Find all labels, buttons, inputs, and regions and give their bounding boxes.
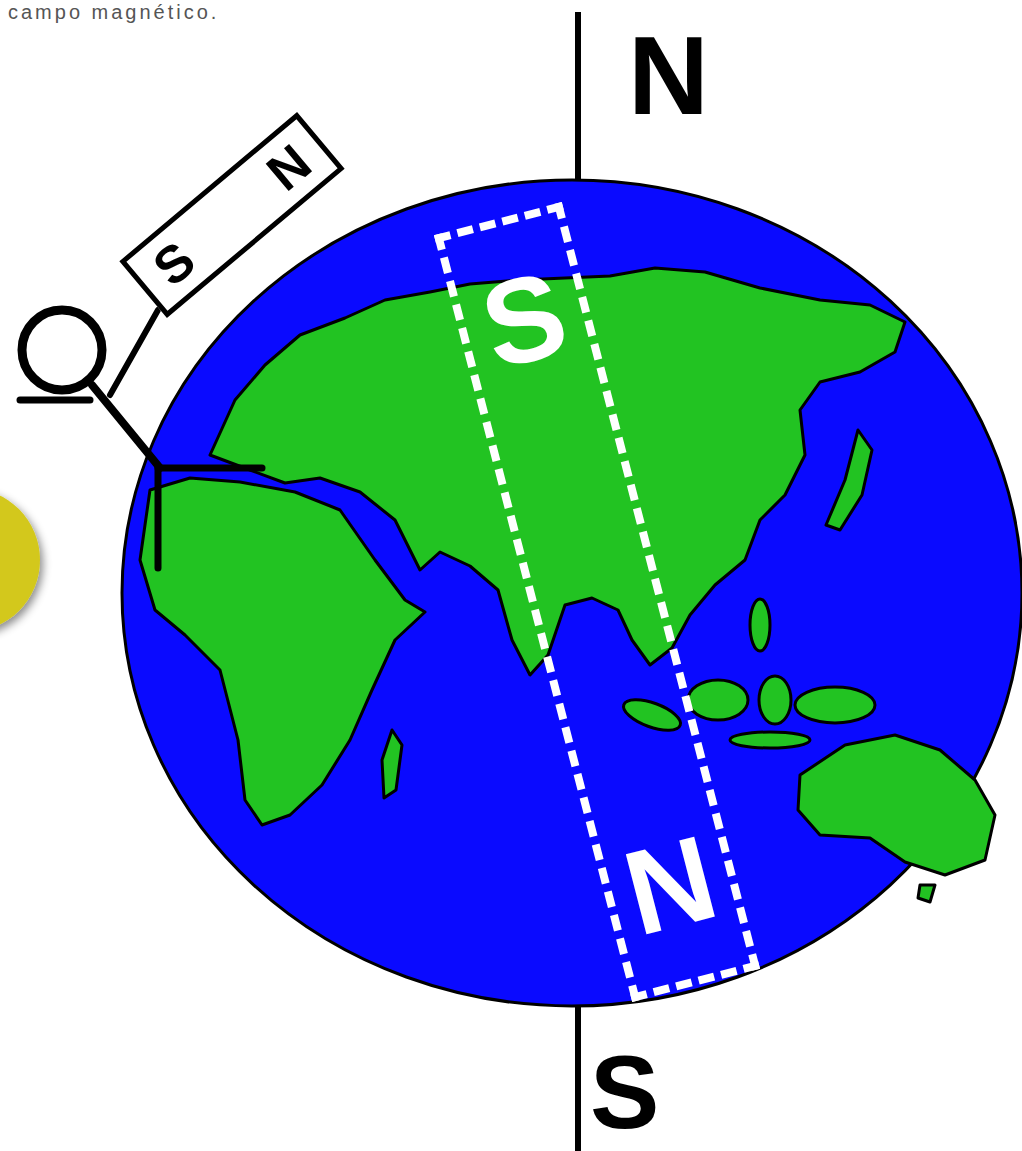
pole-letter: S [144,233,204,295]
island [750,599,770,651]
tasmania [918,885,935,902]
island [730,732,810,748]
island [688,680,748,720]
pole-letter: N [258,135,320,199]
japan [826,430,872,530]
australia [798,735,995,875]
island [759,676,791,724]
globe [122,180,1022,1006]
axis-line [575,12,581,185]
pole-letter: N [613,816,727,954]
yellow-button [0,488,40,632]
africa [140,478,425,825]
island [795,687,875,723]
axis-line [575,1000,581,1151]
compass-stand [20,310,262,568]
caption-text: campo magnético. [8,2,219,22]
madagascar [382,730,402,798]
island [620,693,685,736]
pole-letter: S [470,251,578,387]
geographic-pole: S [590,1040,659,1144]
geographic-pole: N [628,20,709,132]
